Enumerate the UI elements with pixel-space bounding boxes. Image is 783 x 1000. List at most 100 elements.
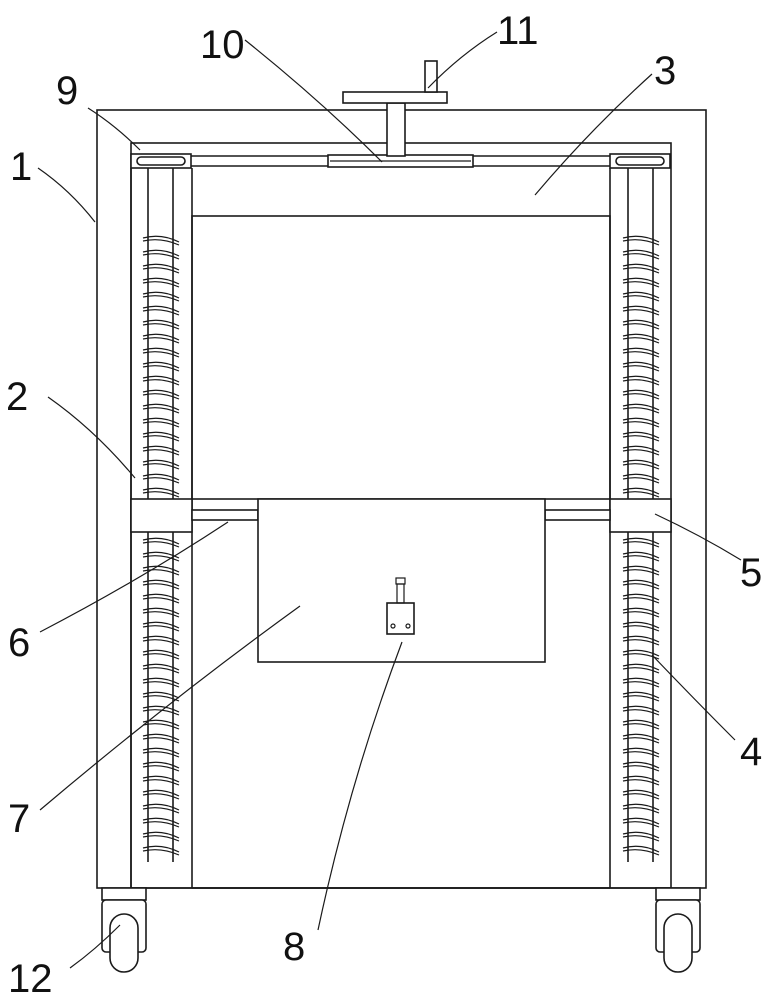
screw-thread [622,445,660,453]
screw-thread [142,817,180,825]
screw-thread [142,263,180,271]
screw-thread [622,775,660,783]
screw-thread [142,551,180,559]
screw-thread [622,607,660,615]
top-belt [130,153,671,169]
screw-thread [142,351,180,358]
label-6: 6 [8,621,30,665]
screw-thread [622,621,660,629]
screw-thread [622,407,660,414]
screw-thread [142,793,180,800]
screw-thread [142,607,180,615]
screw-thread [622,309,660,316]
screw-thread [142,761,180,769]
screw-thread [142,681,180,688]
screw-thread [622,747,660,755]
screw-thread [622,807,660,814]
screw-thread [622,723,660,730]
screw-thread [142,705,180,713]
screw-thread [622,555,660,562]
screw-thread [142,407,180,414]
screw-thread [622,705,660,713]
label-9: 9 [56,69,78,113]
screw-thread [622,291,660,299]
screw-thread [142,709,180,716]
inner-panel [191,215,611,500]
screw-thread [142,639,180,646]
screw-thread [622,849,660,856]
screw-thread [142,291,180,299]
screw-thread [142,653,180,660]
screw-thread [142,611,180,618]
screw-thread [622,421,660,428]
screw-thread [142,267,180,274]
screw-thread [622,281,660,288]
screw-thread [622,695,660,702]
screw-thread [622,779,660,786]
carriage-box [257,498,546,663]
screw-thread [622,709,660,716]
screw-thread [622,263,660,271]
screw-thread [622,337,660,344]
screw-thread [142,691,180,699]
screw-thread [142,491,180,498]
screw-thread [622,733,660,741]
screw-thread [622,473,660,481]
screw-thread [622,583,660,590]
screw-thread [622,663,660,671]
label-11: 11 [497,9,539,53]
screw-thread [622,845,660,853]
screw-thread [142,431,180,439]
screw-thread [622,319,660,327]
screw-thread [622,667,660,674]
screw-thread [622,541,660,548]
screw-thread [622,249,660,257]
screw-thread [622,239,660,246]
screw-thread [142,625,180,632]
screw-thread [622,351,660,358]
screw-thread [622,347,660,355]
screw-thread [622,751,660,758]
screw-thread [142,845,180,853]
screw-thread [142,663,180,671]
screw-thread [622,625,660,632]
screw-thread [622,379,660,386]
screw-thread [622,403,660,411]
screw-thread [142,459,180,467]
screw-thread [142,649,180,657]
screw-thread [142,719,180,727]
screw-thread [622,487,660,495]
screw-thread [622,277,660,285]
label-10: 10 [200,23,245,67]
screw-thread [142,235,180,243]
screw-thread [622,323,660,330]
screw-thread [142,789,180,797]
screw-thread [142,375,180,383]
screw-thread [622,565,660,573]
screw-thread [142,835,180,842]
screw-thread [622,835,660,842]
screw-thread [622,803,660,811]
left-slider-block [130,498,193,533]
label-4: 4 [740,730,762,774]
screw-thread [142,379,180,386]
screw-thread [142,487,180,495]
screw-thread [142,723,180,730]
screw-thread [622,639,660,646]
screw-thread [622,635,660,643]
right-slider-block [609,498,672,533]
screw-thread [622,789,660,797]
screw-thread [622,649,660,657]
screw-thread [142,421,180,428]
label-7: 7 [8,797,30,841]
screw-thread [622,305,660,313]
screw-thread [142,365,180,372]
screw-thread [142,463,180,470]
screw-thread [142,635,180,643]
screw-thread [622,831,660,839]
screw-thread [142,323,180,330]
screw-thread [622,267,660,274]
screw-thread [622,431,660,439]
